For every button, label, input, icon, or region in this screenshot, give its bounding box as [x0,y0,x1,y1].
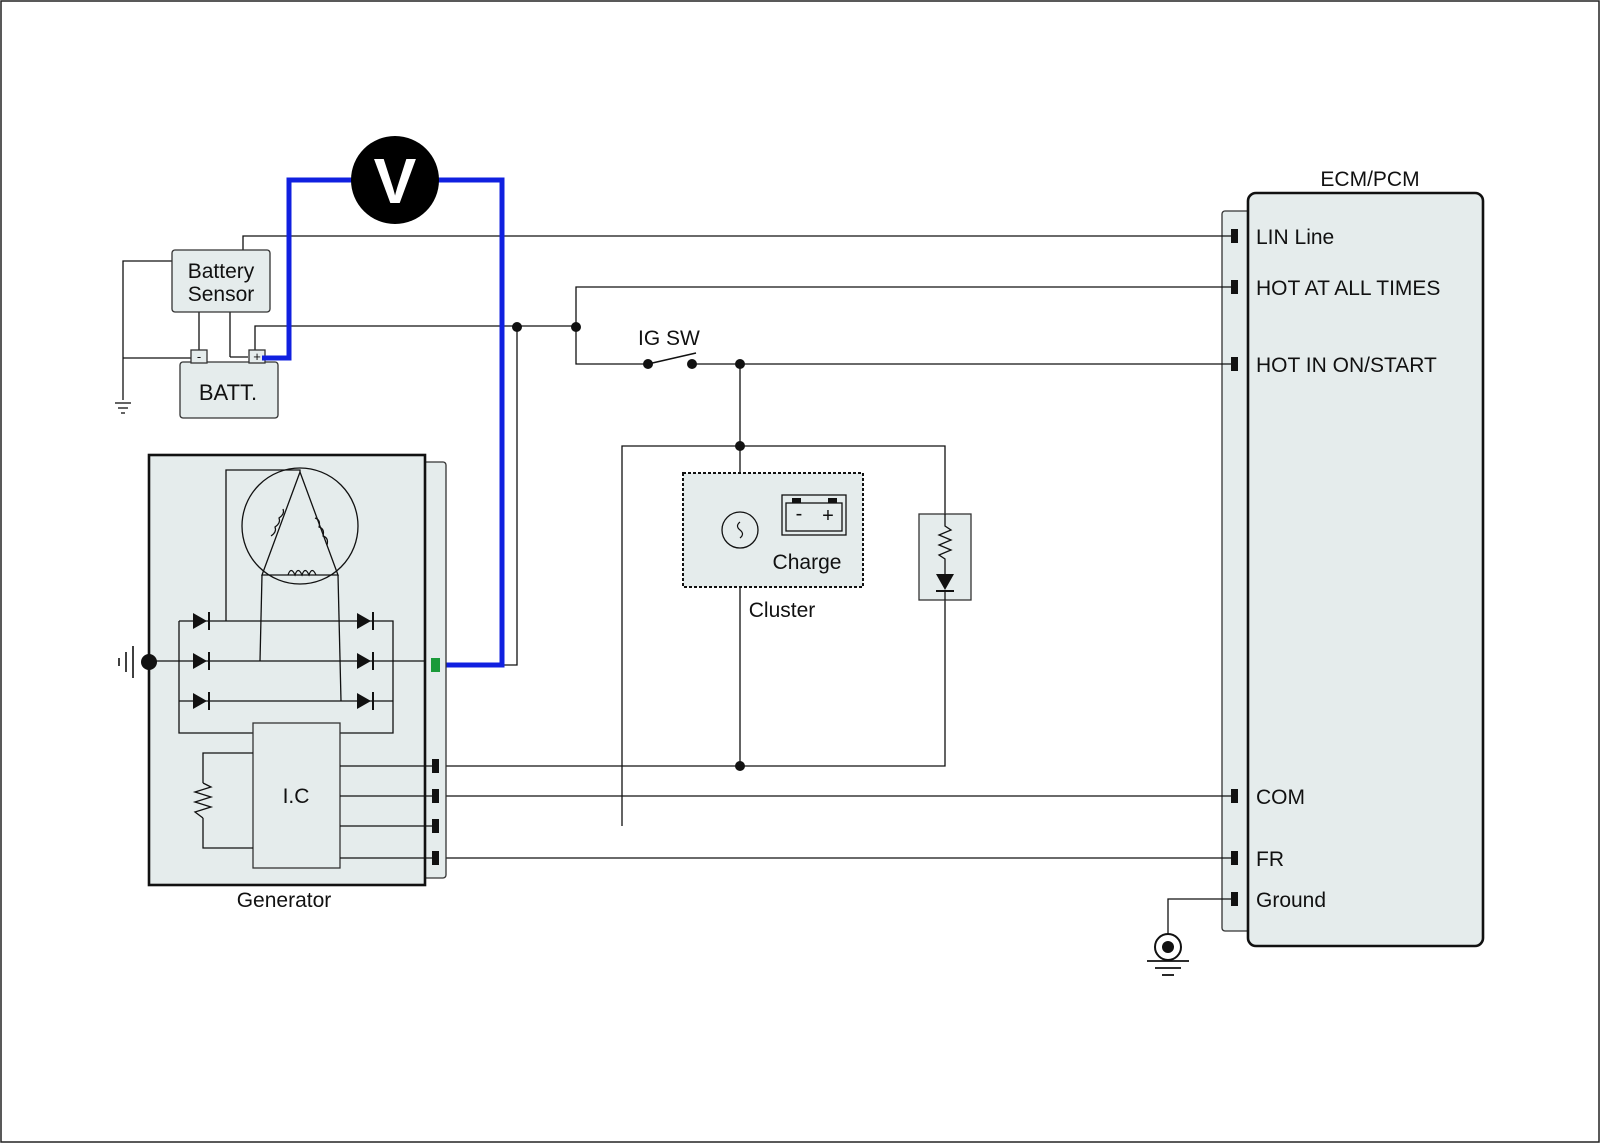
battery-neg-terminal [190,349,208,364]
resistor-diode-module [918,513,972,601]
ignition-switch: IG SW [638,327,700,369]
ecm-pin-com [1231,789,1238,803]
ecm-pin-hot-on [1231,357,1238,371]
wire-hot-all-times [575,286,1231,330]
battery-assembly: Battery Sensor - + BATT. [115,249,279,419]
generator-pin-3 [432,819,439,833]
battery-neg-sign: - [197,349,201,364]
rectifier-diodes [193,612,374,710]
label-battery-sensor-2: Sensor [188,283,255,306]
cluster: - + Charge Cluster [682,472,864,622]
ecm-pin-hot-all [1231,280,1238,294]
ic-regulator [252,722,341,869]
label-cluster: Cluster [749,599,816,622]
label-com: COM [1256,786,1305,809]
measurement-wire-left [262,177,352,361]
ecm-pin-lin [1231,229,1238,243]
generator-ground-icon [118,646,157,678]
wire-warning-loop [621,445,946,826]
svg-text:+: + [822,505,834,527]
generator-pin-1 [432,759,439,773]
wire-resistor-return [440,598,946,767]
measurement-wire-right [436,177,505,668]
ecm-ground-symbol [1147,898,1231,976]
ecm-pin-ground [1231,892,1238,906]
ic-resistor [192,782,214,819]
label-ground: Ground [1256,889,1326,912]
voltmeter-measurement: V [262,136,505,668]
label-batt: BATT. [199,380,257,405]
label-hot-all-times: HOT AT ALL TIMES [1256,277,1440,300]
label-generator: Generator [237,889,332,912]
wire-lin [242,235,1231,250]
generator: Generator [118,453,447,912]
ecm-connector-strip [1221,210,1251,932]
label-hot-on-start: HOT IN ON/START [1256,354,1437,377]
label-ig-sw: IG SW [638,327,700,350]
label-charge: Charge [773,551,842,574]
voltmeter-letter: V [374,145,417,217]
label-battery-sensor-1: Battery [188,260,255,283]
generator-pin-4 [432,851,439,865]
battery-pos-sign: + [253,349,261,364]
battery-warning-icon: - + [781,494,847,536]
junction-dots [512,322,745,771]
generator-b-terminal [431,658,440,672]
battery-sensor [171,249,271,313]
ecm-pcm-module: ECM/PCM LIN Line HOT AT ALL TIMES HOT IN… [1221,168,1485,948]
svg-text:-: - [796,503,803,525]
label-ic: I.C [283,785,310,808]
generator-pin-2 [432,789,439,803]
stator-coil [241,467,359,585]
label-lin-line: LIN Line [1256,226,1334,249]
battery-body [179,361,279,419]
ecm-title: ECM/PCM [1320,168,1419,191]
label-fr: FR [1256,848,1284,871]
ecm-body [1246,191,1485,948]
voltmeter-icon [351,136,439,224]
ecm-pin-fr [1231,851,1238,865]
